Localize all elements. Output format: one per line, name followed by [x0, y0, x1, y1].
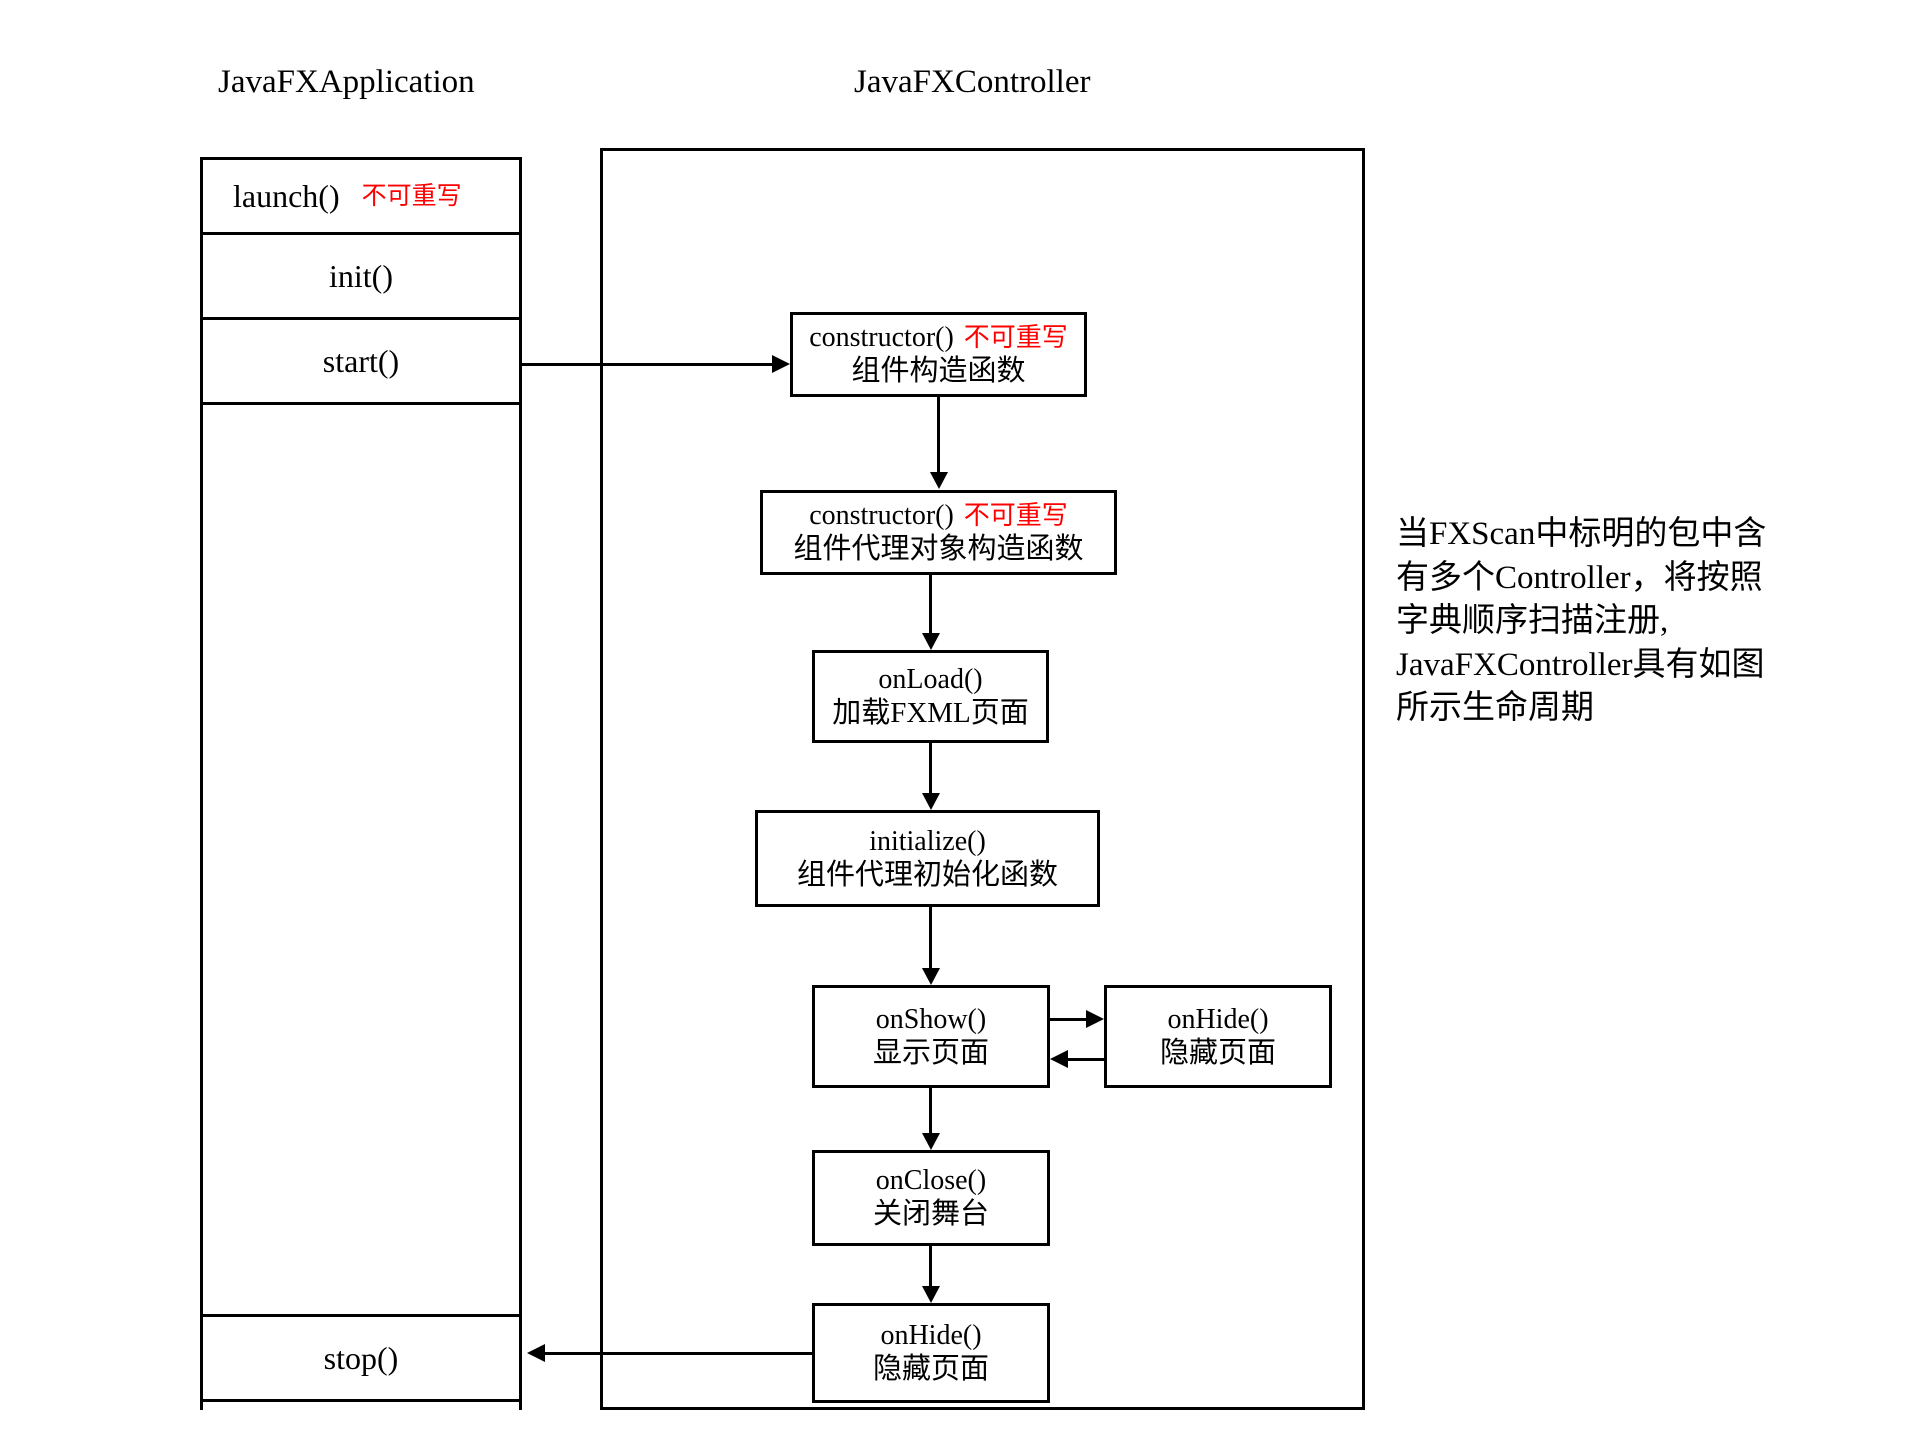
side-annotation-line-3: 字典顺序扫描注册,: [1396, 603, 1669, 640]
connector-onclose-to-onhide-arrowhead: [922, 1286, 940, 1303]
connector-proxy-to-onload-arrowhead: [922, 633, 940, 650]
controller-column-title: JavaFXController: [854, 64, 1091, 100]
application-row-start: start(): [203, 320, 519, 405]
node-constructor-proxy-warning: 不可重写: [963, 500, 1068, 530]
application-lifeline-column: launch() 不可重写 init() start() stop(): [200, 157, 522, 1427]
connector-onshow-to-onhide: [1050, 1018, 1086, 1021]
node-on-hide-bottom-title: onHide(): [880, 1320, 982, 1352]
connector-onshow-to-onclose-arrowhead: [922, 1133, 940, 1150]
application-row-launch-note: 不可重写: [361, 182, 462, 210]
connector-onshow-to-onhide-arrowhead: [1086, 1010, 1104, 1028]
node-on-hide-right-subtitle: 隐藏页面: [1159, 1036, 1276, 1069]
connector-onload-to-initialize-arrowhead: [922, 793, 940, 810]
connector-constructor-to-proxy: [937, 397, 940, 472]
node-constructor-component-line1-wrap: constructor() 不可重写: [809, 321, 1068, 354]
node-constructor-component-warning: 不可重写: [963, 322, 1068, 352]
node-on-show-title: onShow(): [875, 1003, 987, 1035]
connector-start-to-constructor: [522, 363, 772, 366]
application-row-footer: [203, 1402, 519, 1427]
application-row-start-label: start(): [322, 343, 400, 379]
node-on-show: onShow() 显示页面: [812, 985, 1050, 1088]
node-on-hide-bottom: onHide() 隐藏页面: [812, 1303, 1050, 1403]
node-on-load-subtitle: 加载FXML页面: [832, 696, 1029, 729]
node-constructor-component-subtitle: 组件构造函数: [851, 354, 1026, 387]
node-initialize-title: initialize(): [869, 825, 986, 857]
application-row-init-label: init(): [329, 258, 393, 294]
application-row-launch: launch() 不可重写: [203, 160, 519, 235]
node-constructor-component: constructor() 不可重写 组件构造函数: [790, 312, 1087, 397]
connector-proxy-to-onload: [929, 575, 932, 633]
node-constructor-proxy-line1-wrap: constructor() 不可重写: [809, 499, 1068, 532]
node-on-close-title: onClose(): [875, 1165, 987, 1197]
side-annotation-line-1: 当FXScan中标明的包中含: [1396, 516, 1767, 552]
node-initialize-subtitle: 组件代理初始化函数: [796, 858, 1058, 891]
application-row-stop: stop(): [203, 1317, 519, 1402]
connector-onhide-to-onshow: [1068, 1058, 1104, 1061]
application-row-launch-label: launch(): [233, 178, 340, 214]
side-annotation-line-5: 所示生命周期: [1396, 690, 1594, 727]
node-constructor-component-title: constructor(): [809, 321, 954, 353]
application-column-title: JavaFXApplication: [218, 64, 475, 100]
node-initialize: initialize() 组件代理初始化函数: [755, 810, 1100, 907]
connector-onload-to-initialize: [929, 743, 932, 793]
node-on-hide-right: onHide() 隐藏页面: [1104, 985, 1332, 1088]
connector-initialize-to-onshow: [929, 907, 932, 968]
node-on-load: onLoad() 加载FXML页面: [812, 650, 1049, 743]
application-row-init: init(): [203, 235, 519, 320]
connector-onhide-to-stop: [545, 1352, 815, 1355]
connector-start-to-constructor-arrowhead: [772, 355, 790, 373]
node-on-load-title: onLoad(): [878, 663, 983, 695]
node-on-hide-bottom-subtitle: 隐藏页面: [872, 1353, 989, 1386]
side-annotation: 当FXScan中标明的包中含 有多个Controller，将按照 字典顺序扫描注…: [1396, 513, 1846, 731]
application-row-stop-label: stop(): [323, 1340, 399, 1376]
connector-onshow-to-onclose: [929, 1088, 932, 1133]
side-annotation-line-2: 有多个Controller，将按照: [1396, 559, 1763, 596]
connector-initialize-to-onshow-arrowhead: [922, 968, 940, 985]
node-constructor-proxy: constructor() 不可重写 组件代理对象构造函数: [760, 490, 1117, 575]
node-on-close-subtitle: 关闭舞台: [872, 1198, 989, 1231]
connector-onhide-to-stop-arrowhead: [527, 1344, 545, 1362]
side-annotation-line-4: JavaFXController具有如图: [1396, 646, 1765, 683]
connector-onhide-to-onshow-arrowhead: [1050, 1050, 1068, 1068]
connector-onclose-to-onhide: [929, 1246, 932, 1286]
node-constructor-proxy-title: constructor(): [809, 499, 954, 531]
connector-constructor-to-proxy-arrowhead: [930, 472, 948, 489]
application-row-idle: [203, 405, 519, 1317]
node-on-close: onClose() 关闭舞台: [812, 1150, 1050, 1246]
node-on-hide-right-title: onHide(): [1167, 1003, 1269, 1035]
node-constructor-proxy-subtitle: 组件代理对象构造函数: [793, 532, 1084, 565]
node-on-show-subtitle: 显示页面: [872, 1036, 989, 1069]
